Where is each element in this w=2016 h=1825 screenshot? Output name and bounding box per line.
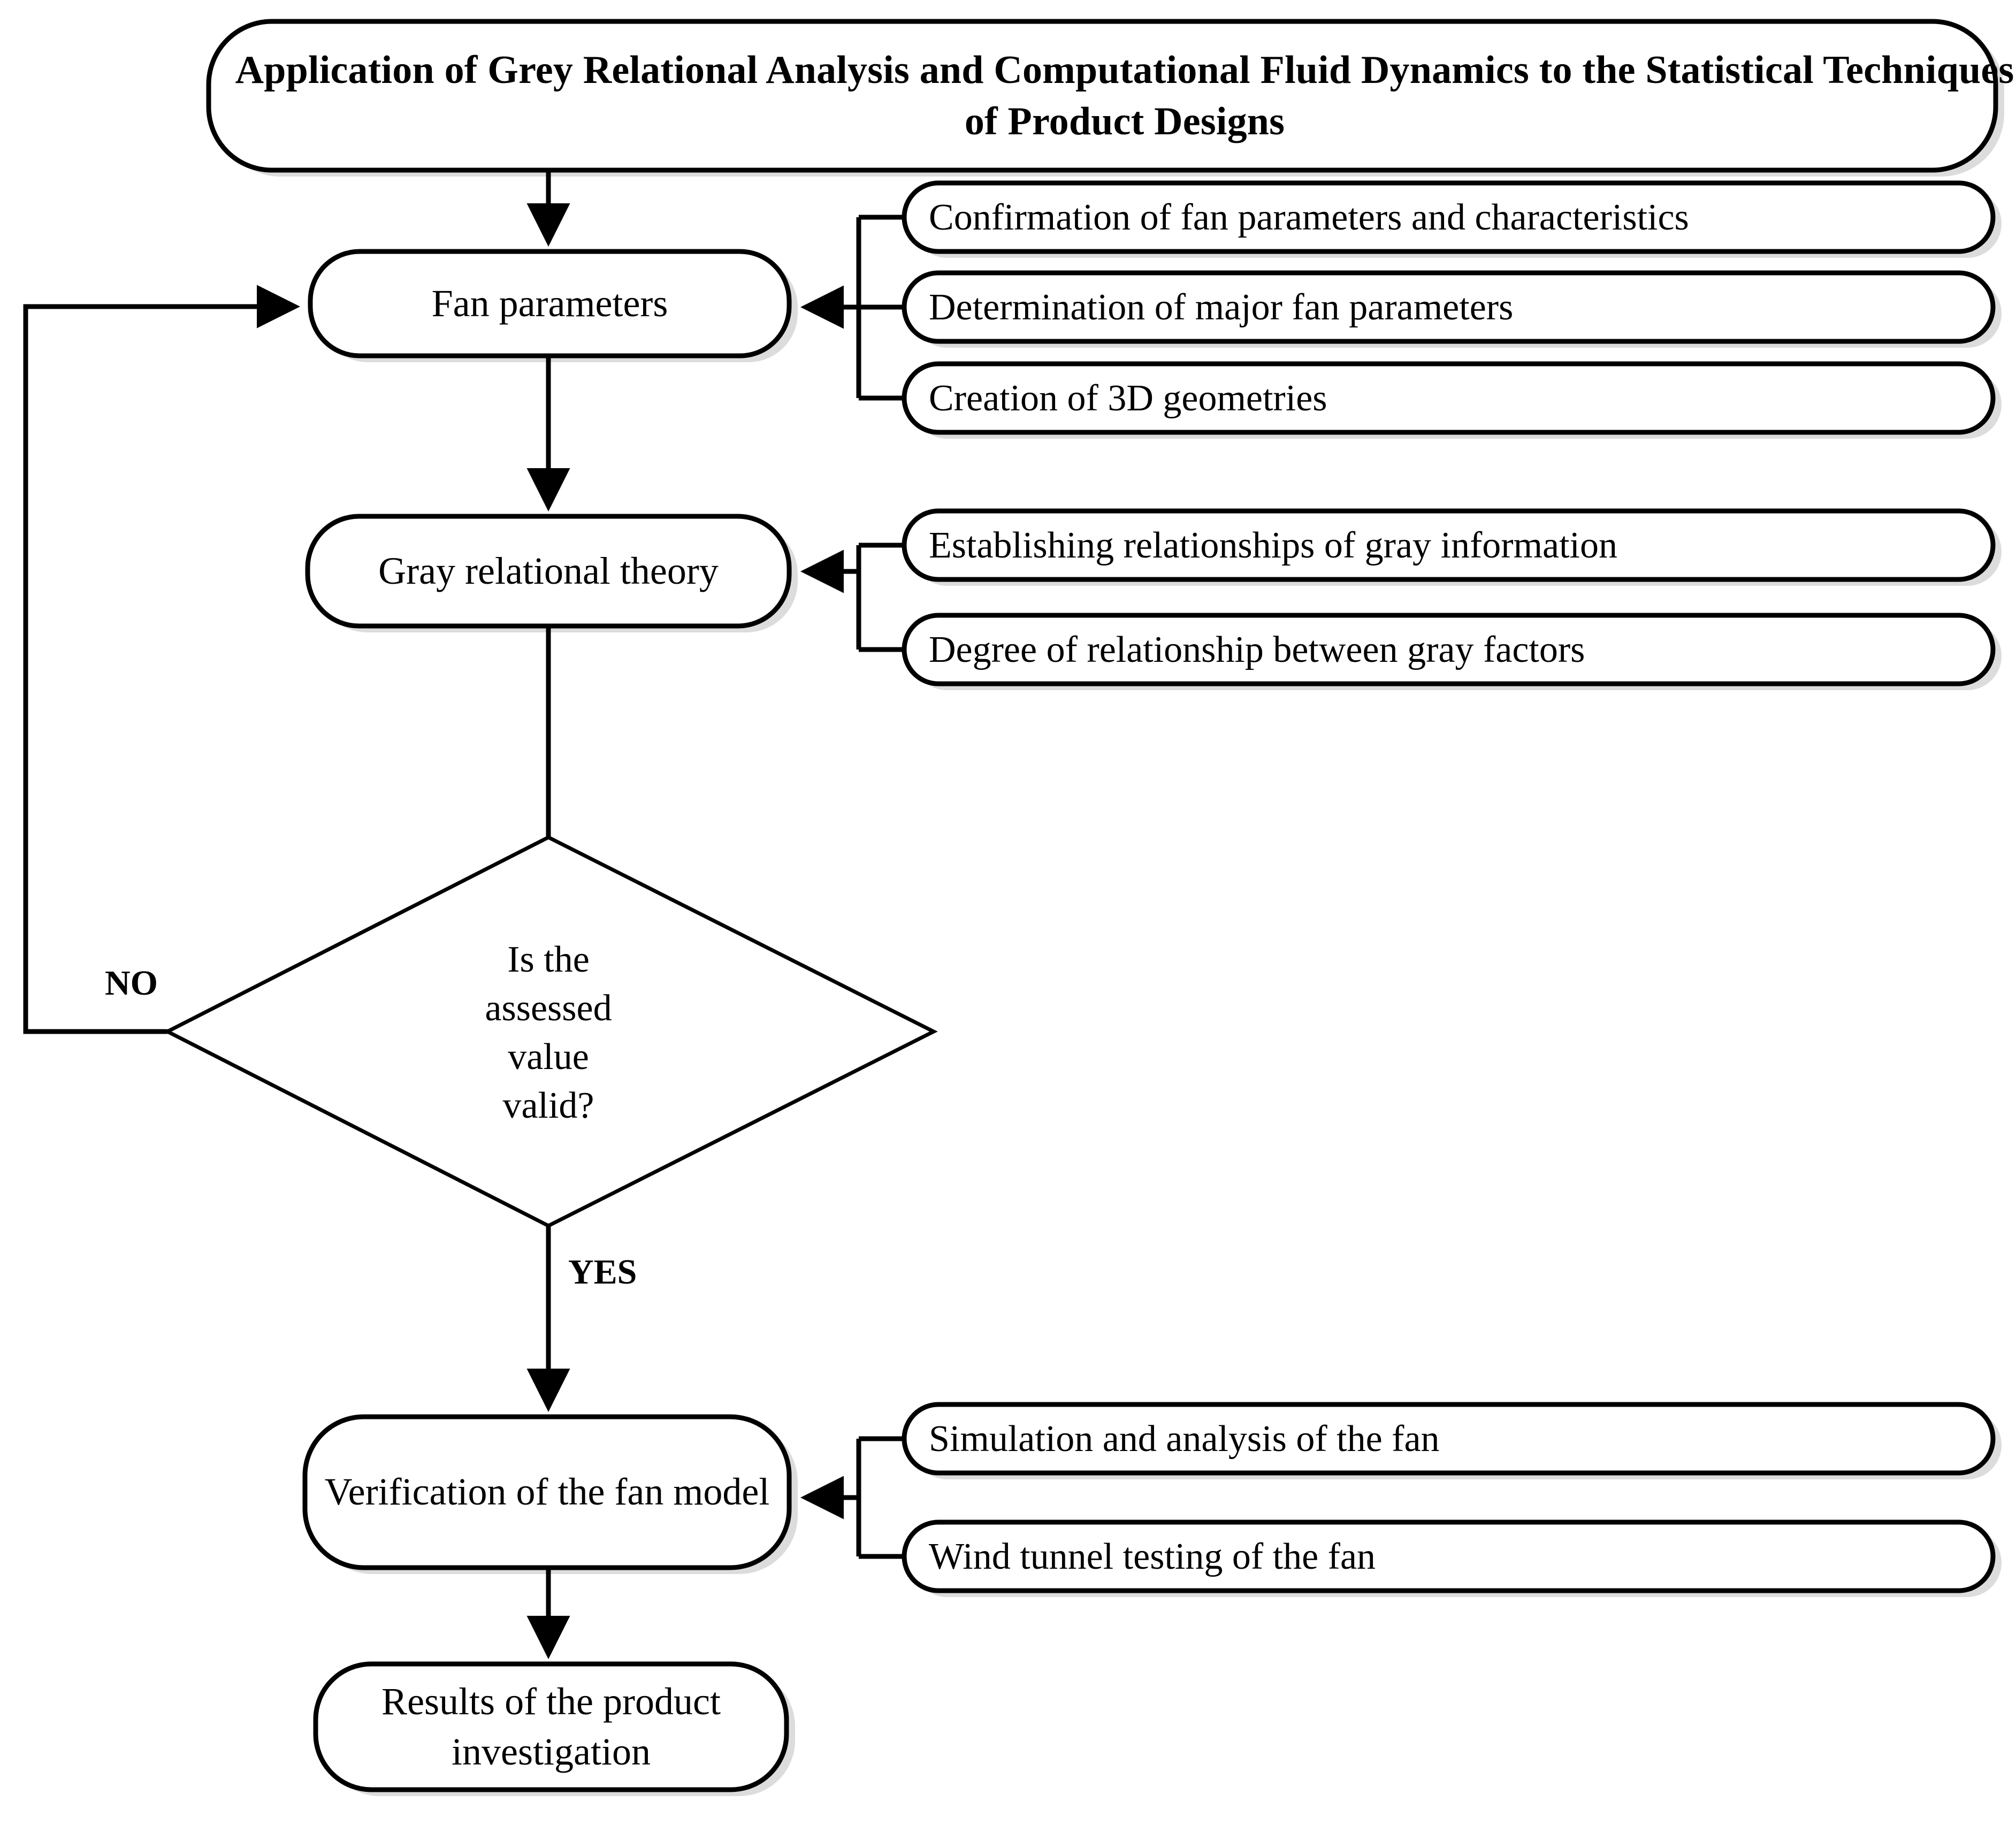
shape-side-3-1: [902, 1402, 1996, 1476]
edge-decision-no-loop: [23, 285, 300, 1034]
shape-side-2-1: [902, 508, 1996, 582]
shape-side-1-1: [902, 180, 1996, 254]
shape-verification: [302, 1414, 792, 1570]
edge-label-yes: YES: [568, 1253, 637, 1292]
edge-label-no: NO: [105, 964, 158, 1003]
bracket-fan-parameters: [800, 215, 906, 401]
shape-side-3-2: [902, 1519, 1996, 1593]
shape-title-box: [206, 19, 1998, 173]
node-outline-layer: [163, 19, 1998, 1792]
shape-side-1-2: [902, 270, 1996, 344]
shape-fan-parameters: [308, 249, 792, 358]
shape-side-2-2: [902, 613, 1996, 686]
bracket-gray-relational-theory: [800, 543, 906, 652]
shape-gray-relational-theory: [305, 514, 792, 629]
connector-layer: [23, 170, 570, 1659]
bracket-verification: [800, 1436, 906, 1559]
shape-decision-diamond: [163, 835, 938, 1228]
shape-results: [313, 1661, 789, 1792]
shape-side-1-3: [902, 361, 1996, 435]
